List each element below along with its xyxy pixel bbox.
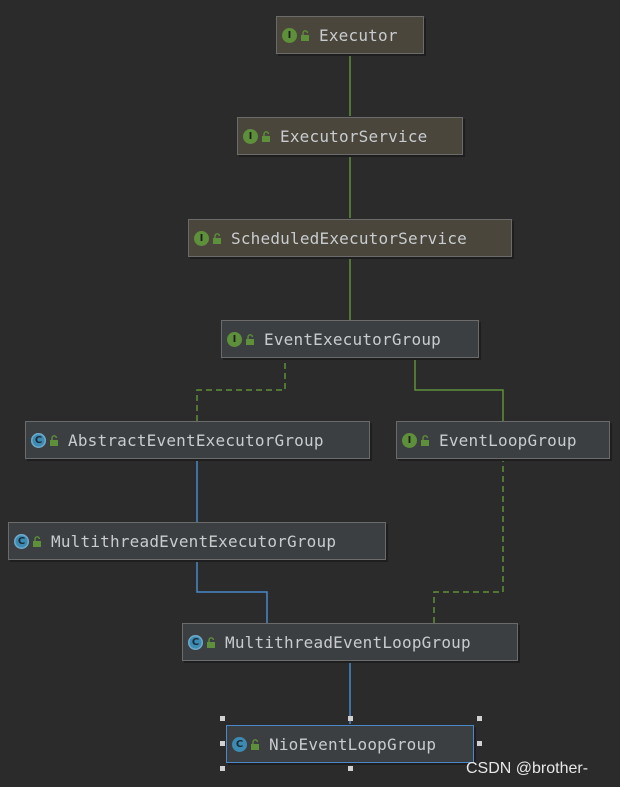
node-nio-event-loop-group[interactable]: C NioEventLoopGroup — [226, 725, 474, 763]
interface-icon: I — [243, 128, 258, 144]
node-event-executor-group[interactable]: I EventExecutorGroup — [221, 320, 479, 358]
node-label: EventExecutorGroup — [264, 329, 441, 349]
unlock-icon — [421, 434, 429, 446]
abstract-class-icon: C — [31, 432, 46, 448]
unlock-icon — [50, 434, 58, 446]
watermark: CSDN @brother- — [466, 760, 589, 777]
node-multithread-event-executor-group[interactable]: C MultithreadEventExecutorGroup — [8, 522, 386, 560]
node-label: MultithreadEventExecutorGroup — [51, 531, 337, 551]
unlock-icon — [207, 636, 215, 648]
unlock-icon — [213, 232, 221, 244]
unlock-icon — [246, 333, 254, 345]
node-label: MultithreadEventLoopGroup — [225, 632, 471, 652]
node-abstract-event-executor-group[interactable]: C AbstractEventExecutorGroup — [25, 421, 370, 459]
abstract-class-icon: C — [14, 533, 29, 549]
selection-handle[interactable] — [220, 716, 225, 721]
edge-multithreadloop-extends-multithreadexecutor — [190, 550, 268, 623]
selection-handle[interactable] — [220, 741, 225, 746]
node-scheduled-executor-service[interactable]: I ScheduledExecutorService — [188, 219, 512, 257]
unlock-icon — [33, 535, 41, 547]
interface-icon: I — [227, 331, 242, 347]
edge-multithreadloop-implements-eventloopgroup — [433, 449, 510, 623]
selection-handle[interactable] — [348, 716, 353, 721]
node-label: AbstractEventExecutorGroup — [68, 430, 324, 450]
interface-icon: I — [282, 27, 297, 43]
abstract-class-icon: C — [188, 634, 203, 650]
edge-abstract-implements-eventexecutorgroup — [196, 348, 292, 421]
node-label: Executor — [319, 25, 398, 45]
selection-handle[interactable] — [477, 716, 482, 721]
selection-handle[interactable] — [220, 766, 225, 771]
node-label: ScheduledExecutorService — [231, 228, 467, 248]
unlock-icon — [251, 738, 259, 750]
edge-eventloopgroup-extends-eventexecutorgroup — [408, 348, 504, 421]
node-label: ExecutorService — [280, 126, 428, 146]
class-icon: C — [232, 736, 247, 752]
node-multithread-event-loop-group[interactable]: C MultithreadEventLoopGroup — [182, 623, 518, 661]
unlock-icon — [301, 29, 309, 41]
node-executor[interactable]: I Executor — [276, 16, 424, 54]
node-executor-service[interactable]: I ExecutorService — [237, 117, 463, 155]
selection-handle[interactable] — [348, 766, 353, 771]
node-label: NioEventLoopGroup — [269, 734, 437, 754]
interface-icon: I — [402, 432, 417, 448]
interface-icon: I — [194, 230, 209, 246]
selection-handle[interactable] — [477, 741, 482, 746]
unlock-icon — [262, 130, 270, 142]
node-event-loop-group[interactable]: I EventLoopGroup — [396, 421, 610, 459]
node-label: EventLoopGroup — [439, 430, 577, 450]
